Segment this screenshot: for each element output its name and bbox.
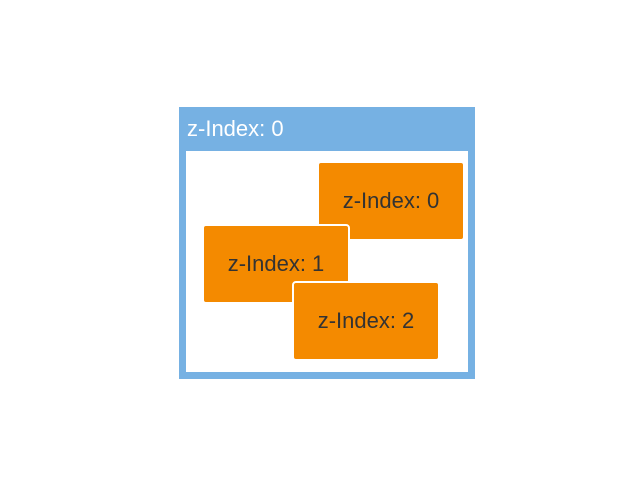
child-box-label: z-Index: 0	[342, 188, 440, 213]
outer-container-body: z-Index: 0 z-Index: 1 z-Index: 2	[186, 151, 468, 372]
child-box-label: z-Index: 1	[227, 251, 325, 276]
outer-container: z-Index: 0 z-Index: 0 z-Index: 1 z-Index…	[179, 107, 475, 379]
child-box-z2: z-Index: 2	[292, 281, 440, 361]
outer-container-label: z-Index: 0	[187, 116, 284, 141]
child-box-label: z-Index: 2	[317, 308, 415, 333]
